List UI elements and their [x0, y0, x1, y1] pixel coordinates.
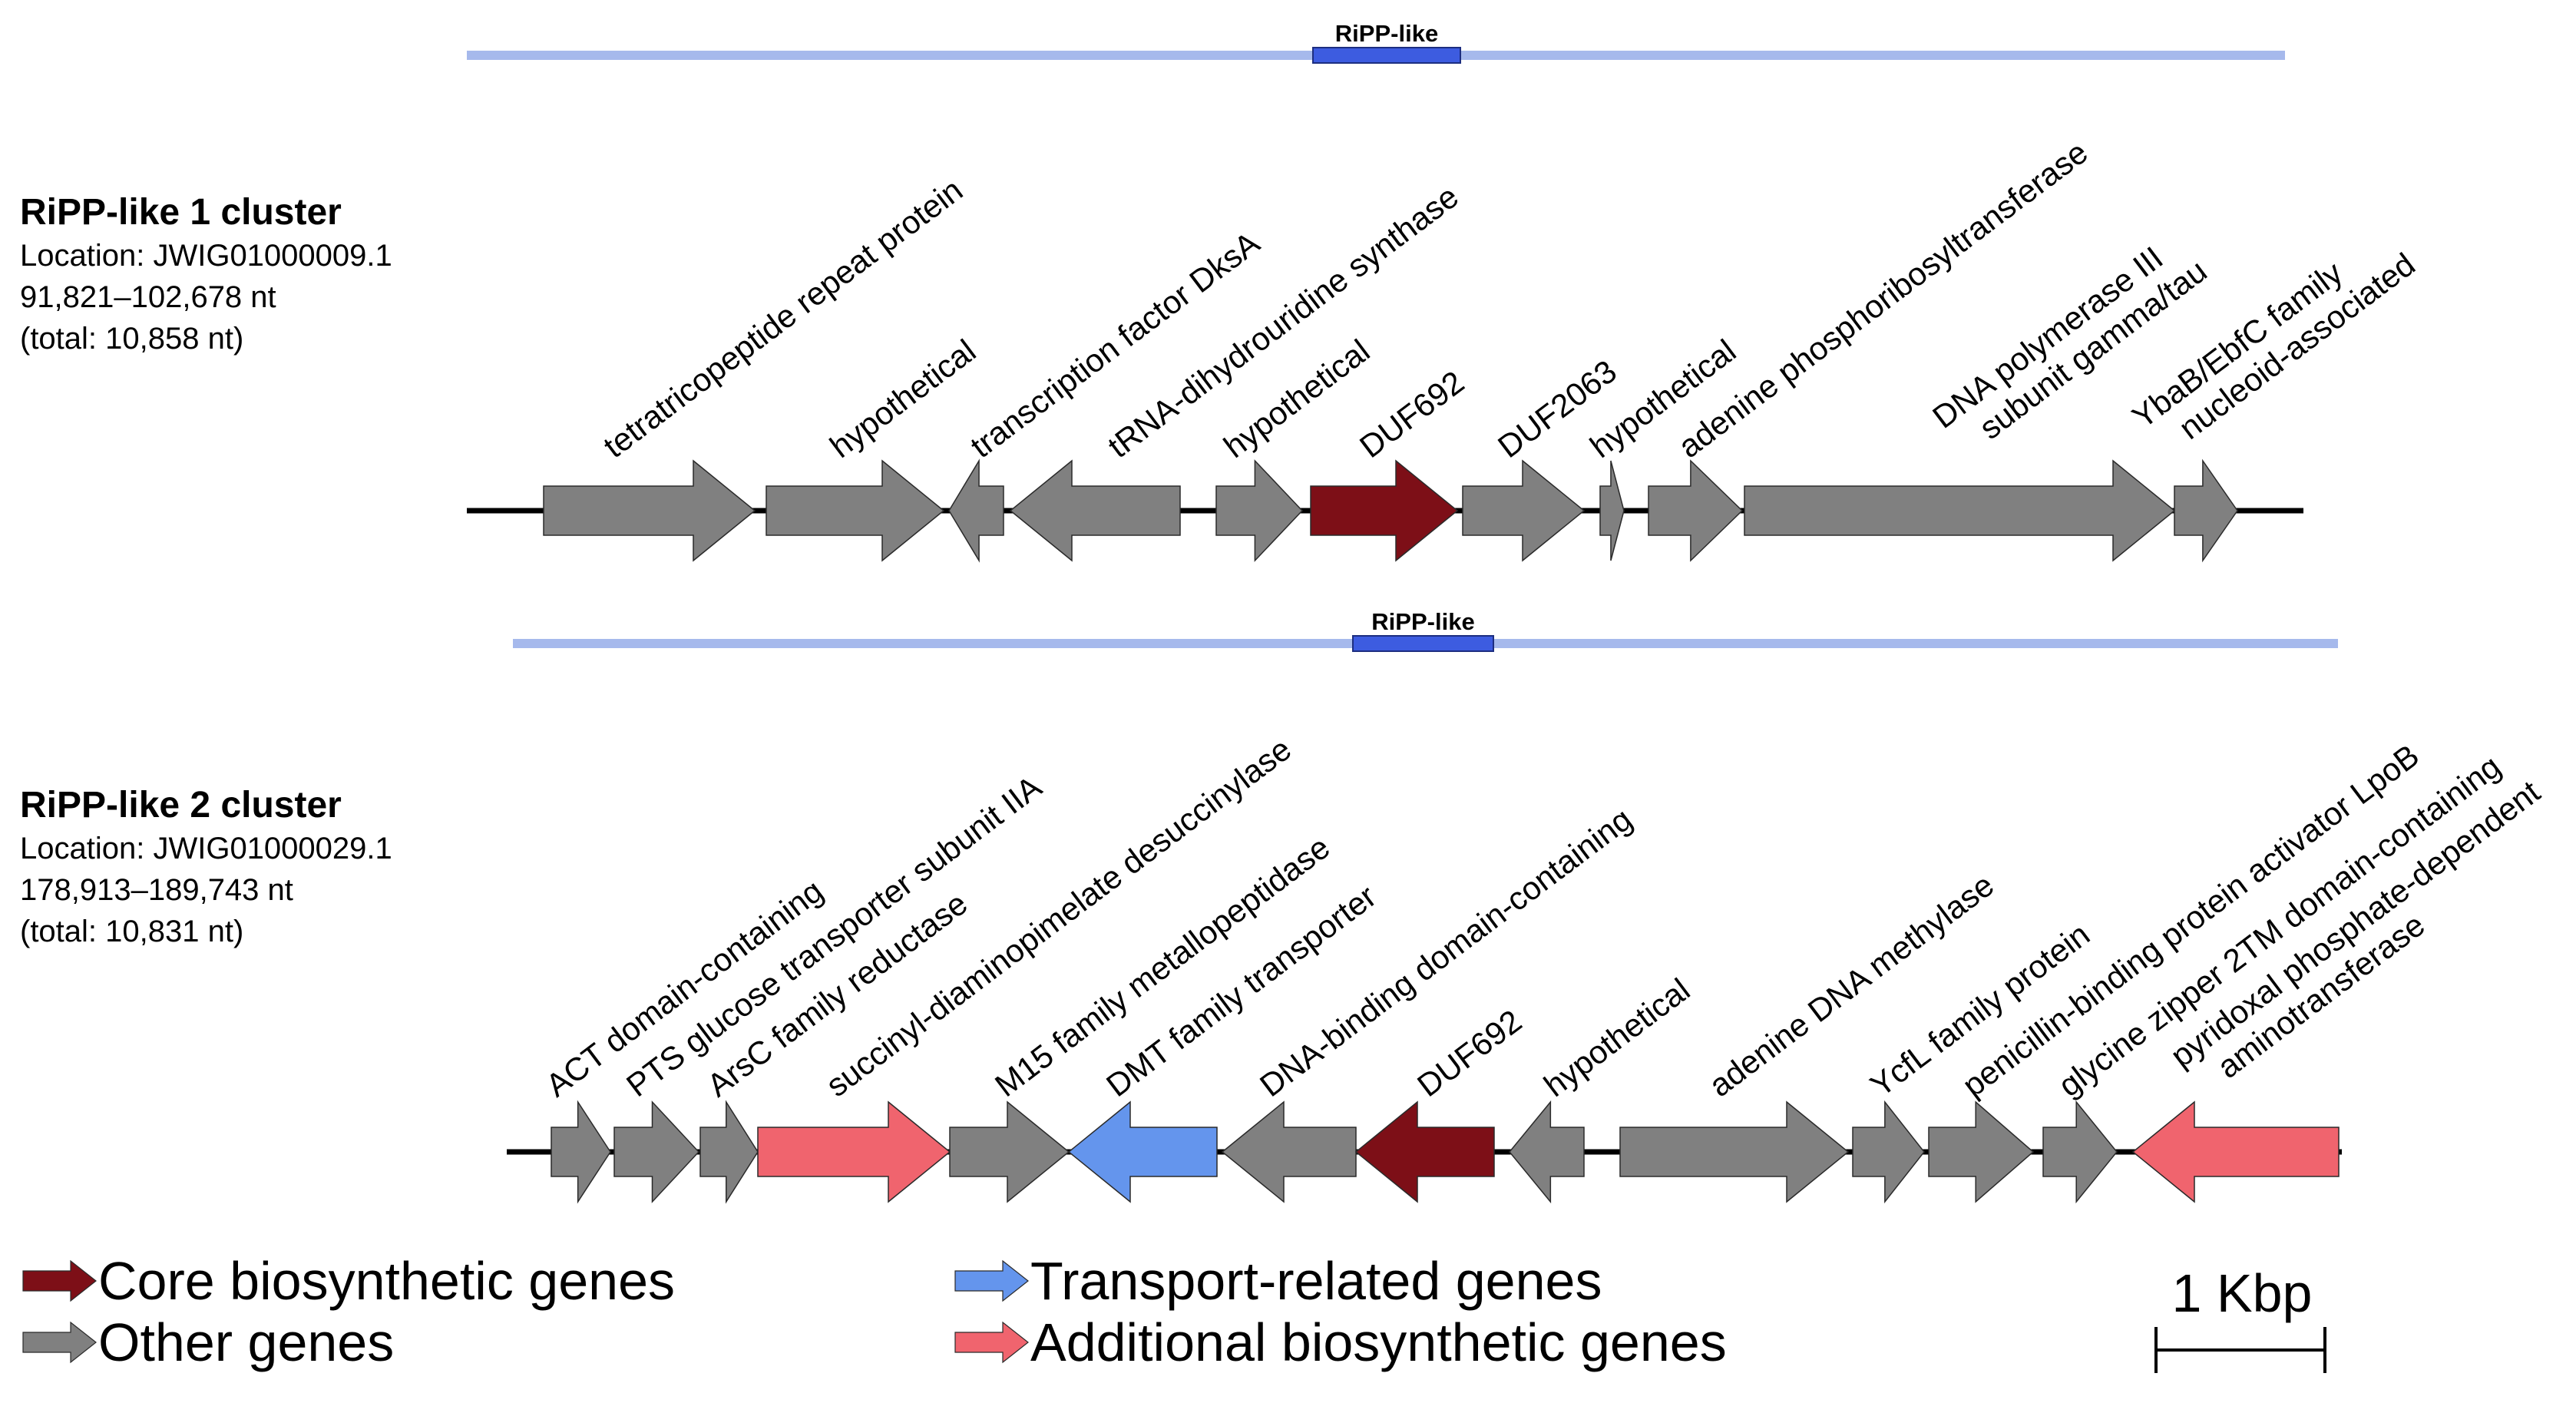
- gene-label: tetratricopeptide repeat protein: [597, 171, 969, 465]
- gene-label: adenine DNA methylase: [1702, 866, 2000, 1104]
- gene-label: DUF692: [1410, 1003, 1528, 1104]
- gene-arrow-other: [699, 1100, 759, 1204]
- legend-label: Additional biosynthetic genes: [1030, 1312, 1727, 1372]
- legend-item-additional: Additional biosynthetic genes: [954, 1312, 1727, 1372]
- legend-label: Transport-related genes: [1030, 1251, 1602, 1311]
- gene-arrow-other: [1744, 459, 2176, 562]
- gene-arrow-other: [2042, 1100, 2118, 1204]
- legend-arrow-icon: [954, 1259, 1029, 1302]
- gene-arrow-transport: [1067, 1100, 1218, 1203]
- cluster-1-total: (total: 10,858 nt): [20, 322, 244, 356]
- gene-arrow-other: [1599, 460, 1625, 561]
- gene-arrow-other: [1462, 459, 1586, 562]
- gene-arrow-other: [1648, 459, 1744, 562]
- region-label: RiPP-like: [1371, 608, 1474, 635]
- region-box: [1312, 47, 1461, 64]
- gene-arrow-other: [1619, 1100, 1850, 1203]
- legend-label: Other genes: [98, 1312, 394, 1372]
- gene-label: pyridoxal phosphate-dependentaminotransf…: [2164, 773, 2568, 1104]
- gene-arrow-core: [1354, 1100, 1495, 1203]
- gene-label: DUF692: [1353, 364, 1470, 465]
- gene-arrow-other: [949, 1100, 1070, 1203]
- gene-arrow-other: [1215, 459, 1304, 562]
- legend-arrow-icon: [22, 1259, 97, 1302]
- gene-arrow-other: [766, 459, 945, 562]
- cluster-1-location: Location: JWIG01000009.1: [20, 239, 392, 273]
- gene-arrow-other: [1009, 459, 1181, 562]
- gene-arrow-other: [551, 1100, 611, 1204]
- cluster-1-range: 91,821–102,678 nt: [20, 280, 276, 314]
- gene-arrow-other: [1509, 1100, 1585, 1204]
- gene-arrow-other: [613, 1100, 700, 1203]
- cluster-2-range: 178,913–189,743 nt: [20, 873, 293, 907]
- gene-arrow-other: [948, 458, 1004, 563]
- scale-bar: 1 Kbp: [2154, 1263, 2326, 1373]
- cluster-1-title: RiPP-like 1 cluster: [20, 192, 342, 233]
- scale-bar-label: 1 Kbp: [2172, 1263, 2313, 1323]
- cluster-1-track: RiPP-like tetratricopeptide repeat protei…: [467, 20, 2422, 563]
- gene-label: hypothetical: [1537, 971, 1696, 1104]
- cluster-2-info: RiPP-like 2 cluster Location: JWIG010000…: [20, 783, 392, 952]
- gene-arrow-additional: [757, 1100, 951, 1203]
- cluster-1-info: RiPP-like 1 cluster Location: JWIG010000…: [20, 190, 392, 359]
- gene-label: DNA polymerase IIIsubunit gamma/tau: [1926, 223, 2213, 465]
- legend-item-core: Core biosynthetic genes: [22, 1251, 675, 1311]
- gene-label: YbaB/EbfC familynucleoid-associated: [2125, 217, 2422, 465]
- region-box: [1352, 635, 1494, 652]
- legend-item-transport: Transport-related genes: [954, 1251, 1602, 1311]
- gene-arrow-additional: [2131, 1100, 2340, 1203]
- legend-arrow-icon: [22, 1321, 97, 1364]
- cluster-2-total: (total: 10,831 nt): [20, 915, 244, 948]
- cluster-2-location: Location: JWIG01000029.1: [20, 832, 392, 865]
- cluster-2-title: RiPP-like 2 cluster: [20, 785, 342, 826]
- gene-arrow-other: [543, 459, 756, 562]
- gene-arrow-other: [1928, 1100, 2035, 1203]
- region-label: RiPP-like: [1335, 20, 1438, 47]
- gene-arrow-core: [1310, 459, 1459, 562]
- gene-label: hypothetical: [823, 333, 982, 465]
- legend-label: Core biosynthetic genes: [98, 1251, 675, 1311]
- gene-arrow-other: [1852, 1100, 1925, 1204]
- gene-label: PTS glucose transporter subunit IIA: [620, 769, 1048, 1104]
- legend-arrow-icon: [954, 1321, 1029, 1364]
- gene-arrow-other: [1221, 1100, 1357, 1203]
- gene-arrow-other: [2174, 458, 2238, 563]
- gene-label: glycine zipper 2TM domain-containing: [2052, 748, 2507, 1104]
- legend-item-other: Other genes: [22, 1312, 394, 1372]
